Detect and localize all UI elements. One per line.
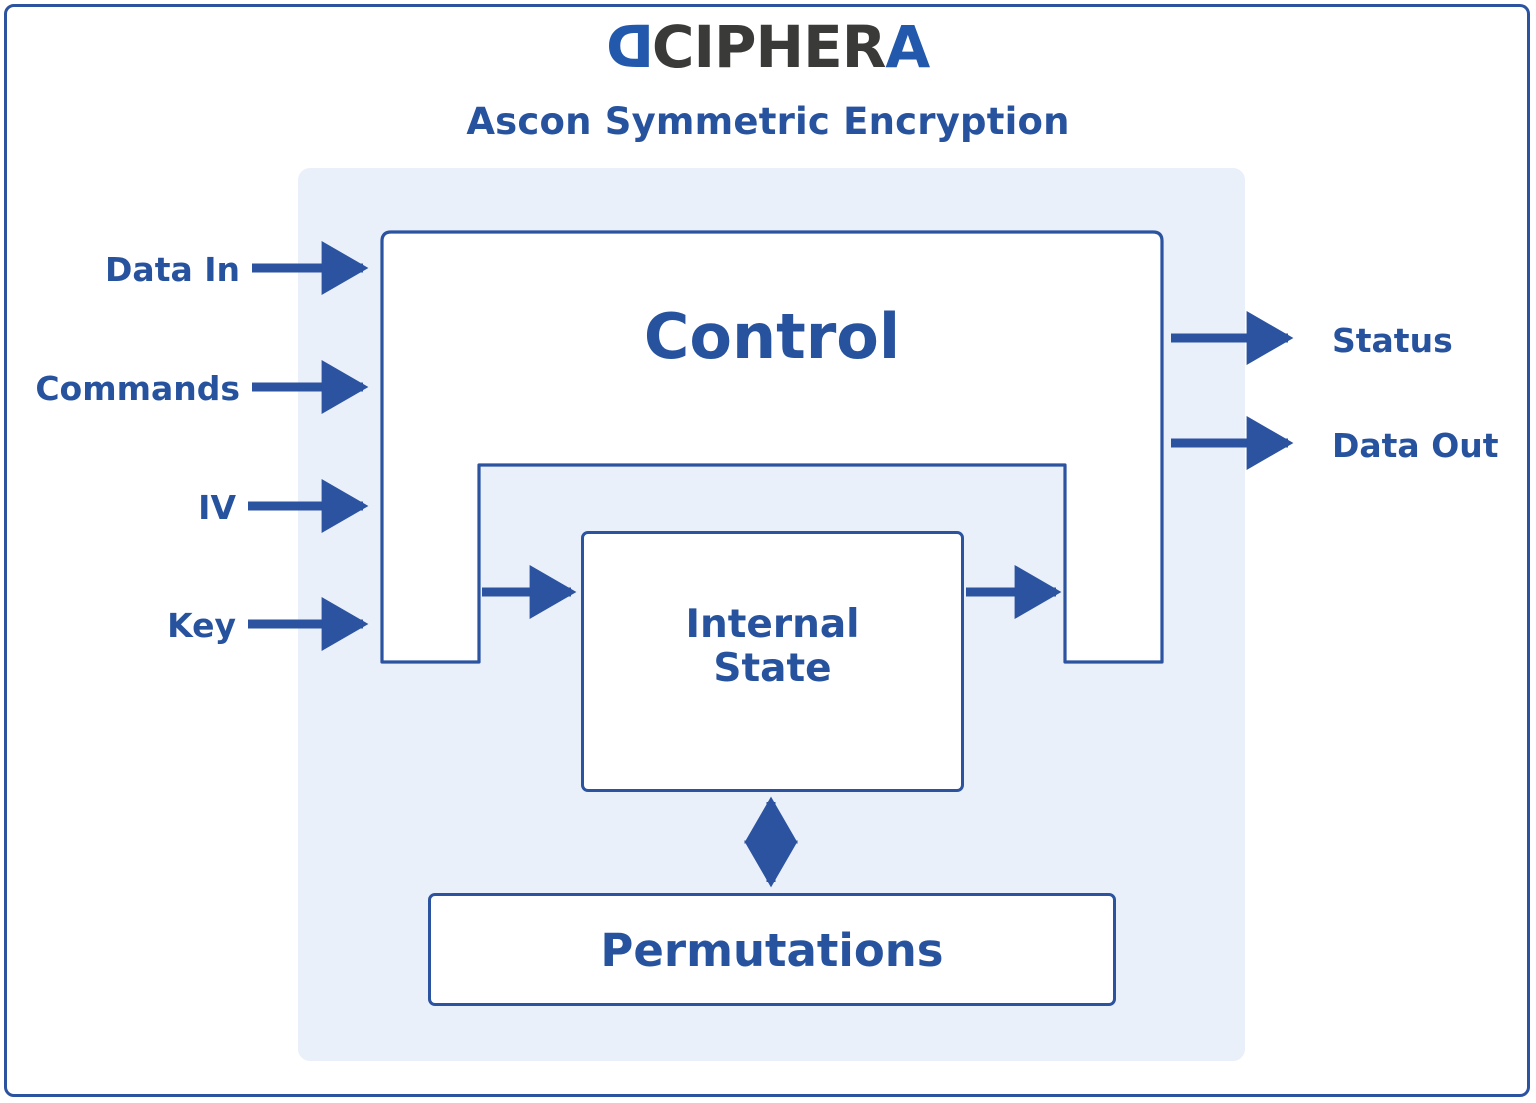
- internal-state-block: Internal State: [581, 531, 964, 792]
- control-block-outline: [380, 230, 1164, 664]
- permutations-block: Permutations: [428, 893, 1116, 1006]
- input-label-key: Key: [167, 606, 236, 645]
- page-title: Ascon Symmetric Encryption: [466, 100, 1070, 143]
- input-label-data-in: Data In: [105, 250, 240, 289]
- logo-name-accent: A: [885, 13, 930, 81]
- logo-mark-icon: D: [606, 13, 654, 81]
- output-label-status: Status: [1332, 321, 1453, 360]
- internal-state-label: Internal State: [685, 602, 860, 691]
- permutations-label: Permutations: [600, 924, 944, 977]
- input-label-iv: IV: [198, 488, 236, 527]
- control-block: [373, 230, 1171, 664]
- xciphera-logo: DCIPHERA: [0, 13, 1536, 81]
- output-label-data-out: Data Out: [1332, 426, 1499, 465]
- logo-name-dark: CIPHER: [651, 13, 886, 81]
- input-label-commands: Commands: [35, 369, 240, 408]
